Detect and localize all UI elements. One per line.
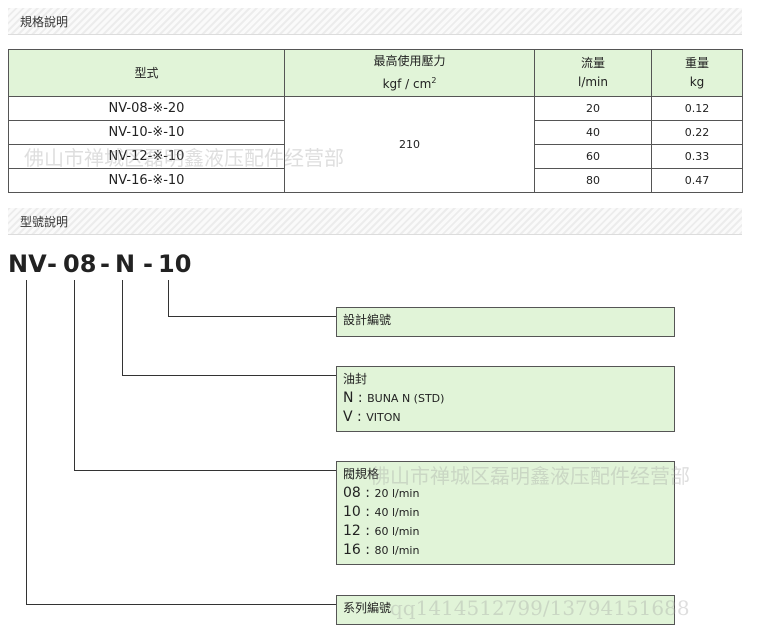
series-number-box: 系列編號 bbox=[336, 595, 675, 625]
weight-cell: 0.22 bbox=[651, 120, 743, 145]
table-row: NV-08-※-20 210 20 0.12 bbox=[8, 96, 743, 193]
watermark-text: 佛山市禅城区磊明鑫液压配件经营部 bbox=[24, 146, 344, 170]
flow-cell: 80 bbox=[534, 168, 652, 193]
watermark-text: qq1414512799/13794151688 bbox=[390, 596, 690, 620]
pressure-cell: 210 bbox=[284, 96, 535, 193]
option-row: 10 : 40 l/min bbox=[343, 504, 420, 520]
box-title: 油封 bbox=[343, 372, 368, 386]
flow-cell: 60 bbox=[534, 144, 652, 169]
table-row: NV-12-※-10 60 0.33 bbox=[8, 144, 743, 169]
section-header-model-code: 型號說明 bbox=[8, 208, 742, 235]
box-title: 系列編號 bbox=[343, 601, 392, 615]
option-row: 16 : 80 l/min bbox=[343, 542, 420, 558]
option-row: N : BUNA N (STD) bbox=[343, 390, 445, 406]
option-row: 12 : 60 l/min bbox=[343, 523, 420, 539]
code-dash: - bbox=[143, 250, 153, 278]
leader-line-series-h bbox=[26, 604, 336, 605]
code-seal: N bbox=[115, 250, 136, 278]
table-row: NV-16-※-10 80 0.47 bbox=[8, 168, 743, 193]
code-size: 08 bbox=[63, 250, 97, 278]
option-row: 08 : 20 l/min bbox=[343, 485, 420, 501]
code-dash: - bbox=[47, 250, 57, 278]
code-design: 10 bbox=[158, 250, 192, 278]
box-title: 閥規格 bbox=[343, 467, 380, 481]
model-cell: NV-10-※-10 bbox=[8, 120, 285, 145]
leader-line-design-v bbox=[168, 280, 169, 317]
leader-line-seal-h bbox=[122, 375, 336, 376]
leader-line-valve-h bbox=[74, 470, 336, 471]
leader-line-seal-v bbox=[122, 280, 123, 376]
weight-cell: 0.33 bbox=[651, 144, 743, 169]
box-title: 設計編號 bbox=[343, 313, 392, 327]
flow-cell: 20 bbox=[534, 96, 652, 121]
watermark-text: 佛山市禅城区磊明鑫液压配件经营部 bbox=[370, 464, 690, 488]
section-header-spec: 規格說明 bbox=[8, 8, 742, 35]
table-row: NV-10-※-10 40 0.22 bbox=[8, 120, 743, 145]
leader-line-valve-v bbox=[74, 280, 75, 471]
section-title-model-code: 型號說明 bbox=[20, 215, 69, 229]
valve-spec-box: 閥規格 08 : 20 l/min 10 : 40 l/min 12 : 60 … bbox=[336, 461, 675, 565]
model-cell: NV-16-※-10 bbox=[8, 168, 285, 193]
col-header-model: 型式 bbox=[8, 49, 285, 97]
model-cell: NV-08-※-20 bbox=[8, 96, 285, 121]
flow-cell: 40 bbox=[534, 120, 652, 145]
leader-line-series-v bbox=[26, 280, 27, 605]
option-row: V : VITON bbox=[343, 409, 401, 425]
leader-line-design-h bbox=[168, 316, 336, 317]
code-dash: - bbox=[100, 250, 110, 278]
seal-box: 油封 N : BUNA N (STD) V : VITON bbox=[336, 366, 675, 432]
weight-cell: 0.47 bbox=[651, 168, 743, 193]
code-series: NV bbox=[8, 250, 47, 278]
weight-cell: 0.12 bbox=[651, 96, 743, 121]
design-number-box: 設計編號 bbox=[336, 307, 675, 337]
section-title-spec: 規格說明 bbox=[20, 15, 69, 29]
